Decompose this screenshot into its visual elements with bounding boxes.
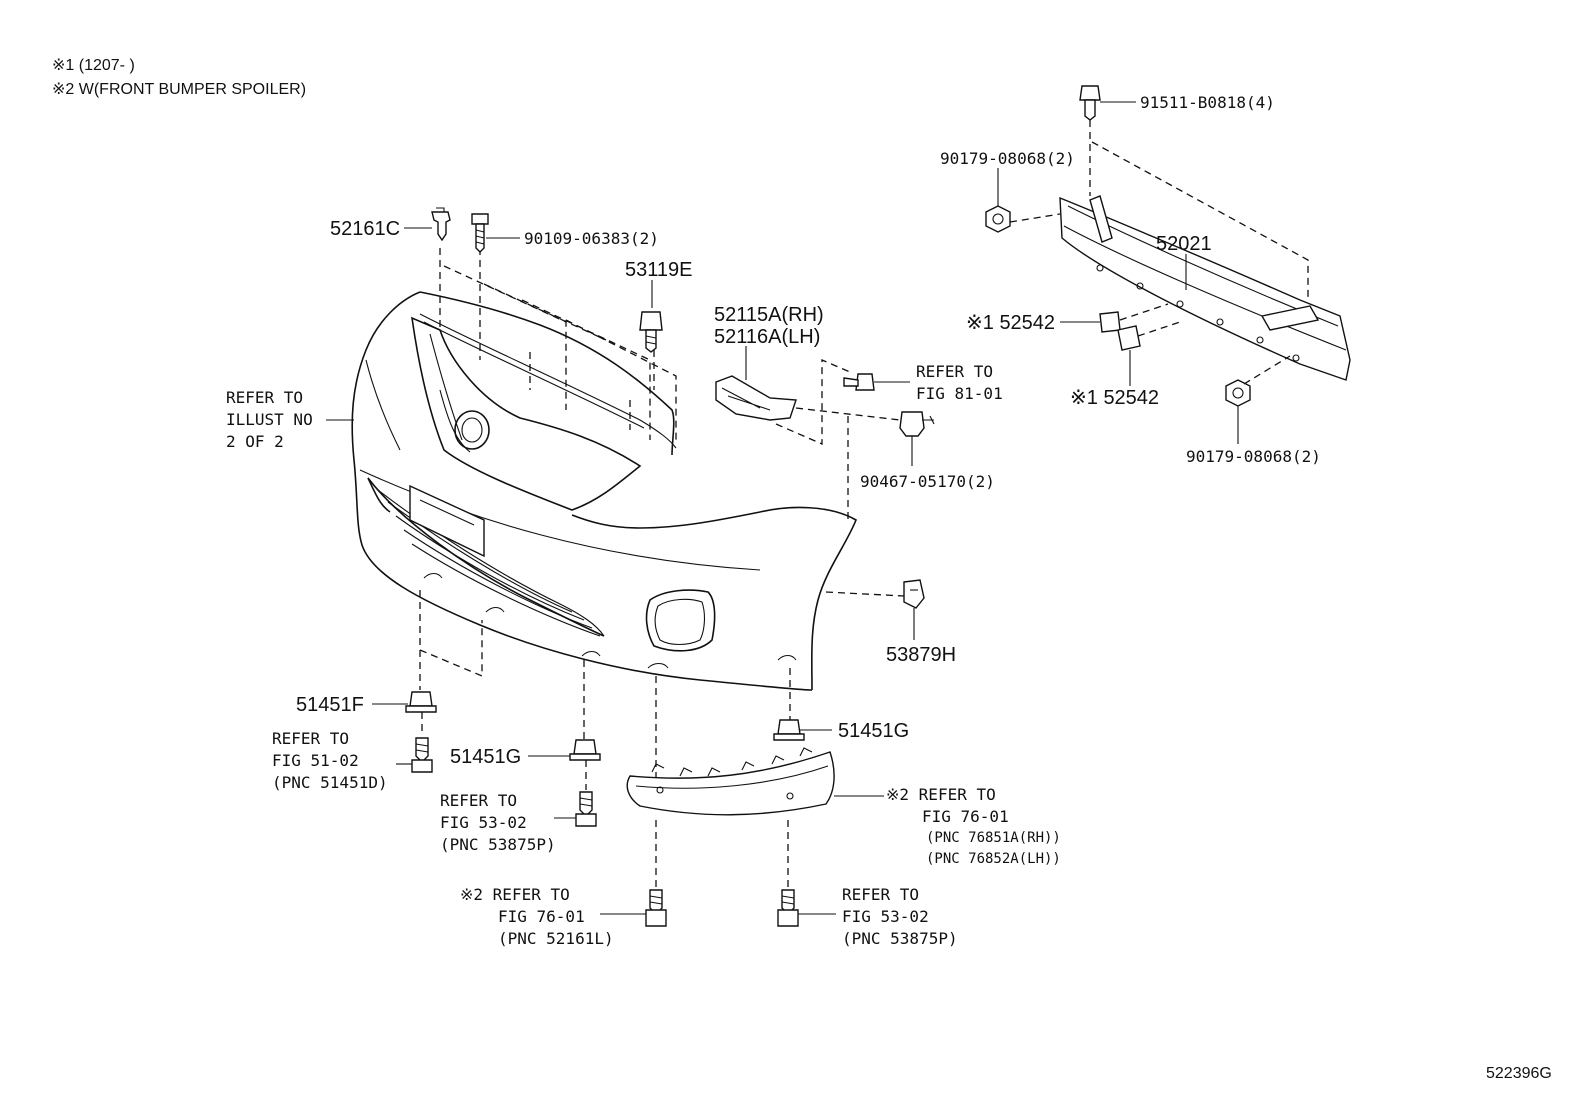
label-fig53-right-l2: FIG 53-02 [842,907,929,926]
label-53119e: 53119E [625,259,692,281]
dash-90179-top [1009,213,1061,223]
clip-90467 [899,411,935,437]
reinforcement-52021 [1059,195,1351,381]
label-fig51-l2: FIG 51-02 [272,751,359,770]
bumper-cover [351,291,858,691]
label-52116a: 52116A(LH) [714,326,820,348]
label-53879h: 53879H [886,644,956,666]
label-52542-b: ※1 52542 [1070,387,1159,409]
label-90179-bottom: 90179-08068(2) [1186,447,1321,466]
pad-52542-b [1117,325,1141,351]
label-91511: 91511-B0818(4) [1140,93,1275,112]
label-fig53-left-l3: (PNC 53875P) [440,835,556,854]
label-fig81-l2: FIG 81-01 [916,384,1003,403]
label-51451g-right: 51451G [838,720,909,742]
note-2: ※2 W(FRONT BUMPER SPOILER) [52,81,306,98]
upper-clip-dashes [419,248,677,449]
label-fig53-right-l1: REFER TO [842,885,919,904]
screw-90109 [471,213,489,253]
label-52021: 52021 [1156,233,1212,255]
screw-fig53-left [575,791,597,827]
clip-51451g-mid [569,739,601,761]
dash-91511-b [1091,141,1309,300]
label-illust-l2: ILLUST NO [226,410,313,429]
label-spoiler-l4: (PNC 76852A(LH)) [926,851,1061,867]
pad-52542-a [1099,311,1121,333]
label-52542-a: ※1 52542 [966,312,1055,334]
clip-51451f [405,691,437,713]
dash-51451f-box [419,620,483,677]
dash-bracket-box [775,359,851,445]
nut-90179-bottom [1225,379,1251,407]
label-fig53-right-l3: (PNC 53875P) [842,929,958,948]
label-fig76-bottom-l2: FIG 76-01 [498,907,585,926]
clip-51451g-right [773,719,805,741]
label-52115a: 52115A(RH) [714,304,824,326]
label-spoiler-l2: FIG 76-01 [922,807,1009,826]
dash-bracket-clip [795,407,901,421]
dash-53879h [825,591,905,597]
clip-53879h [903,579,925,609]
label-illust-l3: 2 OF 2 [226,432,284,451]
label-51451g-mid: 51451G [450,746,521,768]
label-fig81-l1: REFER TO [916,362,993,381]
label-fig51-l1: REFER TO [272,729,349,748]
label-51451f: 51451F [296,694,364,716]
label-fig76-bottom-l3: (PNC 52161L) [498,929,614,948]
figure-id: 522396G [1486,1065,1552,1082]
note-1: ※1 (1207- ) [52,57,135,74]
label-fig53-left-l2: FIG 53-02 [440,813,527,832]
bracket-52115a [715,375,797,421]
dash-52542-a [1119,303,1169,321]
label-fig53-left-l1: REFER TO [440,791,517,810]
label-spoiler-l3: (PNC 76851A(RH)) [926,830,1061,846]
label-52161c: 52161C [330,218,400,240]
label-90109: 90109-06383(2) [524,229,659,248]
nut-90179-top [985,205,1011,233]
label-fig76-bottom-l1: ※2 REFER TO [460,885,570,904]
label-90467: 90467-05170(2) [860,472,995,491]
screw-fig51 [411,737,433,773]
label-fig51-l3: (PNC 51451D) [272,773,388,792]
screw-53119e [639,311,663,353]
front-bumper-spoiler [626,747,835,816]
bolt-91511 [1079,85,1101,121]
label-90179-top: 90179-08068(2) [940,149,1075,168]
screw-fig53-right [777,889,799,927]
screw-fig76-bottom [645,889,667,927]
label-spoiler-l1: ※2 REFER TO [886,785,996,804]
clip-52161c [431,207,451,242]
screw-fig81 [843,373,875,391]
dash-90179-bottom [1243,355,1291,385]
dash-52542-b [1137,321,1181,337]
label-illust-l1: REFER TO [226,388,303,407]
